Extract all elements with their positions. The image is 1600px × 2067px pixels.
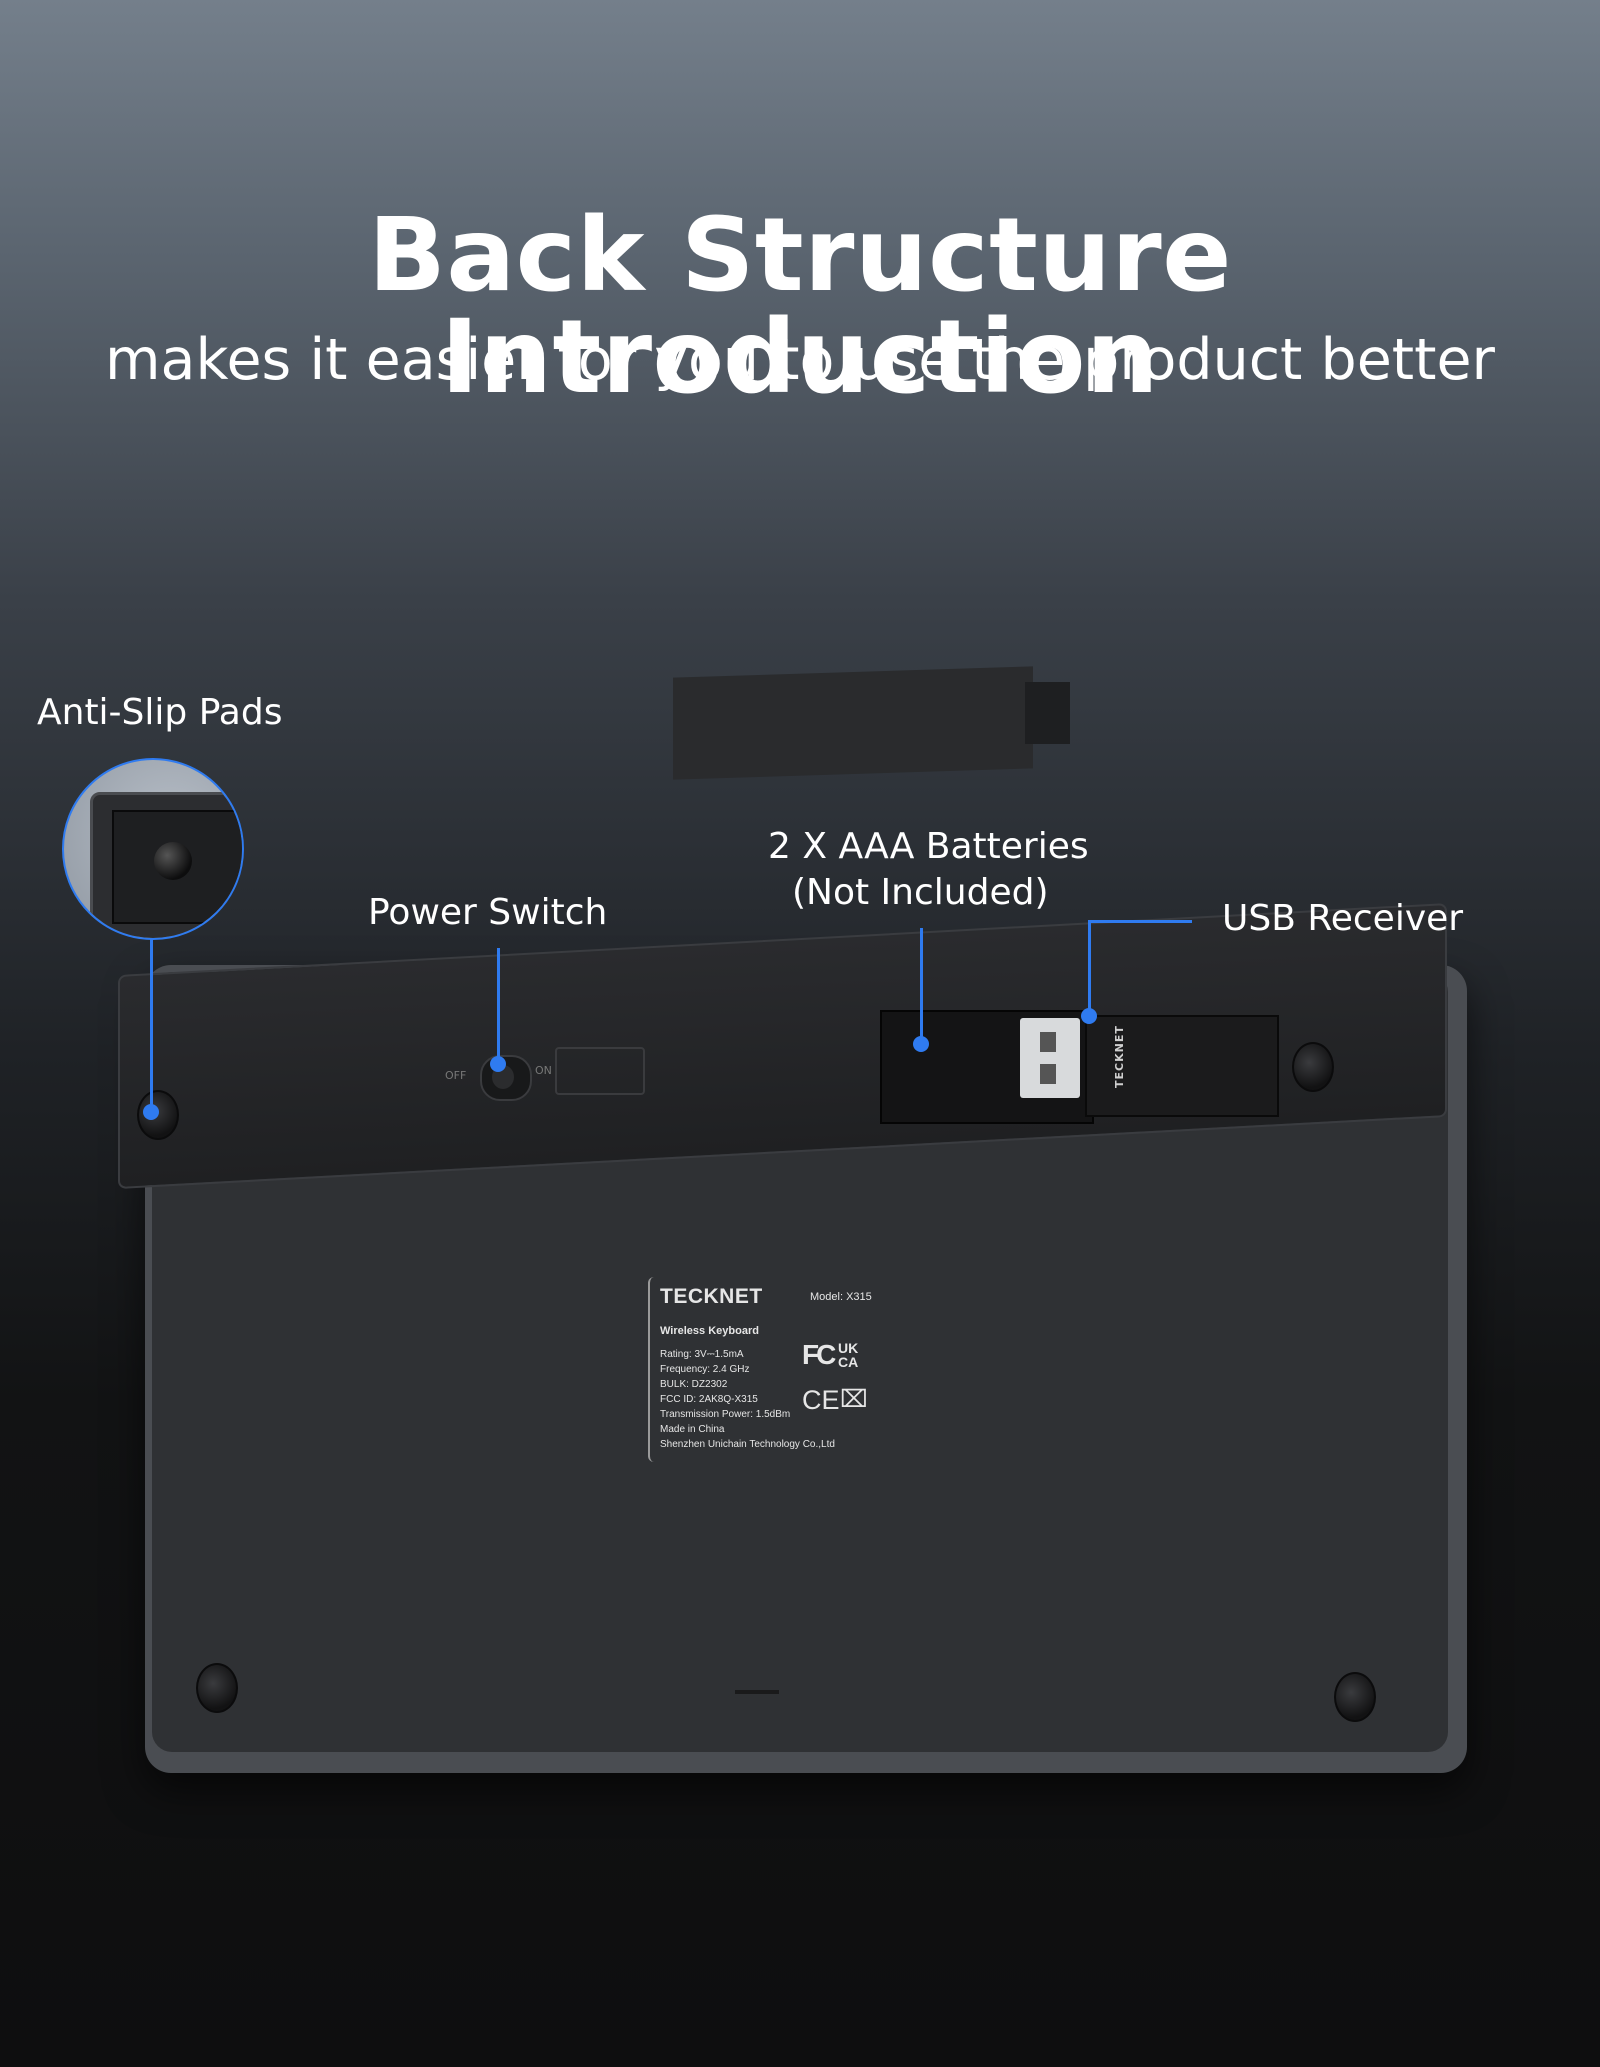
label-product: Wireless Keyboard — [660, 1325, 759, 1337]
usb-plug — [1020, 1018, 1080, 1098]
page-subtitle: makes it easier for you to use the produ… — [105, 327, 1495, 393]
receiver-brand: TECKNET — [1113, 1025, 1126, 1088]
label-brand: TECKNET — [660, 1285, 763, 1308]
callout-usb-receiver: USB Receiver — [1222, 898, 1464, 939]
switch-off-label: OFF — [445, 1069, 467, 1082]
anti-slip-pad-zoom — [62, 758, 244, 940]
label-spec-line: Rating: 3V⎓1.5mA — [660, 1349, 744, 1360]
callout-line — [150, 938, 153, 1110]
vent-slot — [735, 1690, 779, 1694]
callout-dot — [913, 1036, 929, 1052]
anti-slip-pad — [196, 1663, 238, 1713]
callout-line — [1088, 920, 1192, 923]
callout-batteries-line2: (Not Included) — [792, 872, 1049, 913]
callout-line — [497, 948, 500, 1062]
ce-mark-icon: CE — [802, 1385, 840, 1415]
callout-dot — [1081, 1008, 1097, 1024]
callout-anti-slip-pads: Anti-Slip Pads — [37, 692, 283, 733]
label-spec-line: Shenzhen Unichain Technology Co.,Ltd — [660, 1439, 835, 1450]
callout-line — [1088, 920, 1091, 1016]
usb-slot — [1040, 1064, 1056, 1084]
switch-on-label: ON — [535, 1064, 552, 1077]
usb-receiver-slot — [1085, 1015, 1279, 1117]
anti-slip-pad — [1334, 1672, 1376, 1722]
weee-bin-icon: ⌧ — [840, 1386, 868, 1413]
label-spec-line: Transmission Power: 1.5dBm — [660, 1409, 791, 1420]
power-switch[interactable] — [480, 1055, 532, 1101]
zoom-pad — [112, 810, 242, 924]
zoom-bump — [154, 842, 192, 880]
callout-batteries-line1: 2 X AAA Batteries — [768, 826, 1089, 867]
callout-power-switch: Power Switch — [368, 892, 608, 933]
battery-cover-tab — [1025, 682, 1070, 744]
ukca-mark-icon: UK CA — [838, 1340, 859, 1370]
label-specs: Rating: 3V⎓1.5mA Frequency: 2.4 GHz BULK… — [660, 1347, 835, 1452]
switch-recess — [555, 1047, 645, 1095]
label-spec-line: BULK: DZ2302 — [660, 1379, 728, 1390]
fcc-mark-icon: FC — [802, 1339, 836, 1370]
battery-cover — [673, 666, 1033, 780]
callout-line — [920, 928, 923, 1046]
anti-slip-pad — [1292, 1042, 1334, 1092]
callout-dot — [143, 1104, 159, 1120]
label-model: Model: X315 — [810, 1291, 872, 1303]
regulatory-label: TECKNET Model: X315 Wireless Keyboard Ra… — [648, 1277, 872, 1462]
label-spec-line: Frequency: 2.4 GHz — [660, 1364, 750, 1375]
label-spec-line: FCC ID: 2AK8Q-X315 — [660, 1394, 758, 1405]
label-spec-line: Made in China — [660, 1424, 725, 1435]
usb-slot — [1040, 1032, 1056, 1052]
page-title: Back Structure Introduction — [368, 196, 1232, 417]
callout-dot — [490, 1056, 506, 1072]
